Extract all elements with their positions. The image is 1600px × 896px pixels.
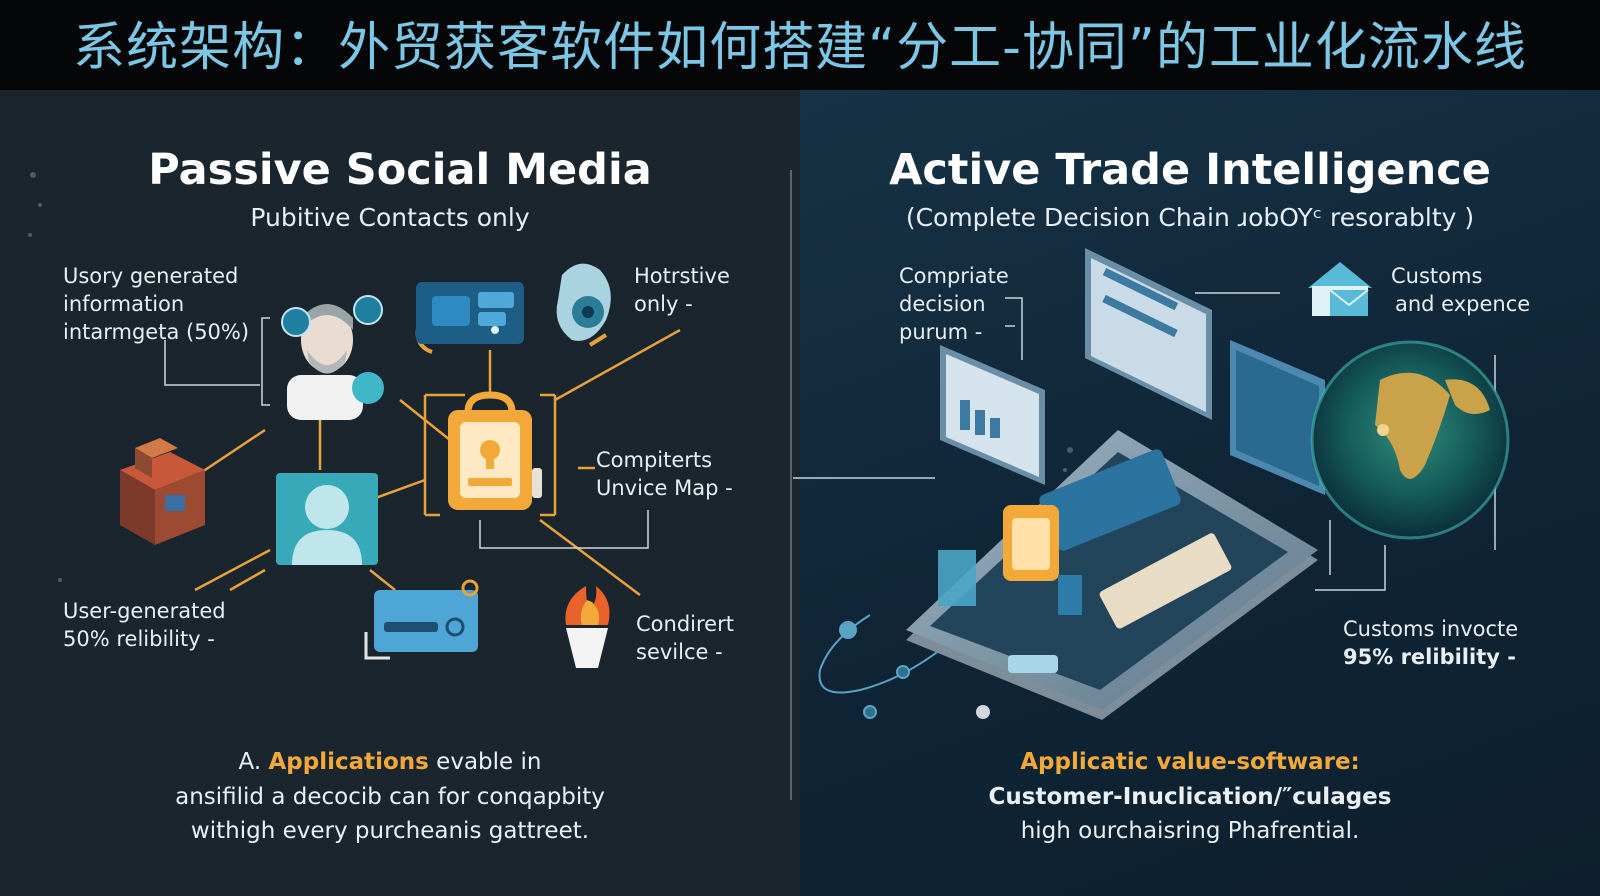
right-bottom-accent: Applicatic value-software: bbox=[1020, 749, 1360, 775]
left-heading: Passive Social Media bbox=[148, 145, 652, 195]
left-label-br-1: Condirert bbox=[636, 612, 734, 636]
right-heading: Active Trade Intelligence bbox=[889, 145, 1491, 195]
left-bottom-line1-rest: evable in bbox=[428, 749, 542, 775]
packages-icon bbox=[120, 438, 205, 545]
right-label-tr-1: Customs bbox=[1391, 264, 1483, 288]
right-subheading: (Complete Decision Chain ɹobOYᶜ resorabl… bbox=[905, 203, 1475, 232]
left-connectors bbox=[189, 328, 681, 596]
left-bottom-accent: Applications bbox=[268, 749, 429, 775]
tablet-device-icon bbox=[906, 430, 1318, 720]
user-profile-icon bbox=[276, 473, 378, 565]
left-label-bl-2: 50% relibility - bbox=[63, 627, 215, 651]
title-bar: 系统架构：外贸获客软件如何搭建“分工-协同”的工业化流水线 bbox=[0, 0, 1600, 90]
left-label-tl-2: information bbox=[63, 292, 185, 316]
right-connectors bbox=[793, 292, 1496, 591]
right-bottom-line-3: high ourchaisring Phafrential. bbox=[1020, 818, 1360, 844]
document-folder-icon bbox=[938, 505, 1082, 615]
decorative-dots bbox=[28, 172, 1073, 719]
id-card-icon bbox=[364, 579, 479, 660]
left-bottom-prefix: A. bbox=[238, 749, 269, 775]
right-label-tl-2: decision bbox=[899, 292, 986, 316]
right-label-br-1: Customs invocte bbox=[1343, 617, 1519, 641]
chat-bubble-icon bbox=[281, 295, 383, 337]
globe-icon bbox=[1310, 340, 1510, 540]
left-label-mr-2: Unvice Map - bbox=[596, 476, 733, 500]
left-subheading: Pubitive Contacts only bbox=[250, 203, 530, 232]
left-label-br-2: sevilce - bbox=[636, 640, 723, 664]
left-label-bl-1: User-generated bbox=[63, 599, 226, 623]
left-bottom-line-2: ansifilid a decocib can for conqapbity bbox=[175, 784, 605, 810]
shield-badge-icon bbox=[556, 263, 611, 347]
laptop-dashboard-icon bbox=[415, 282, 524, 354]
locked-briefcase-icon bbox=[448, 391, 542, 510]
right-label-br-2: 95% relibility - bbox=[1343, 645, 1516, 669]
left-label-tr-1: Hotrstive bbox=[634, 264, 730, 288]
left-label-tl-1: Usory generated bbox=[63, 264, 239, 288]
left-label-tl-3: intarmgeta (50%) bbox=[63, 320, 250, 344]
right-label-tl-3: purum - bbox=[899, 320, 983, 344]
right-label-tr-2: and expence bbox=[1395, 292, 1531, 316]
flame-icon bbox=[565, 586, 610, 668]
left-bottom-line-1: A. Applications evable in bbox=[0, 745, 780, 779]
page-title: 系统架构：外贸获客软件如何搭建“分工-协同”的工业化流水线 bbox=[73, 18, 1527, 78]
panel-divider bbox=[790, 170, 792, 800]
left-label-mr-1: Compiterts bbox=[596, 448, 713, 472]
right-bottom-line-2: Customer-Inuclication/″culages bbox=[988, 784, 1392, 810]
left-thin-lines bbox=[164, 317, 649, 549]
house-mail-icon bbox=[1308, 262, 1372, 316]
right-label-tl-1: Compriate bbox=[899, 264, 1009, 288]
cable bbox=[818, 614, 941, 719]
agent-avatar-icon bbox=[287, 304, 384, 420]
left-label-tr-2: only - bbox=[634, 292, 693, 316]
dashboard-screen-icon bbox=[940, 248, 1325, 495]
left-bottom-line-3: withigh every purcheanis gattreet. bbox=[190, 818, 590, 844]
